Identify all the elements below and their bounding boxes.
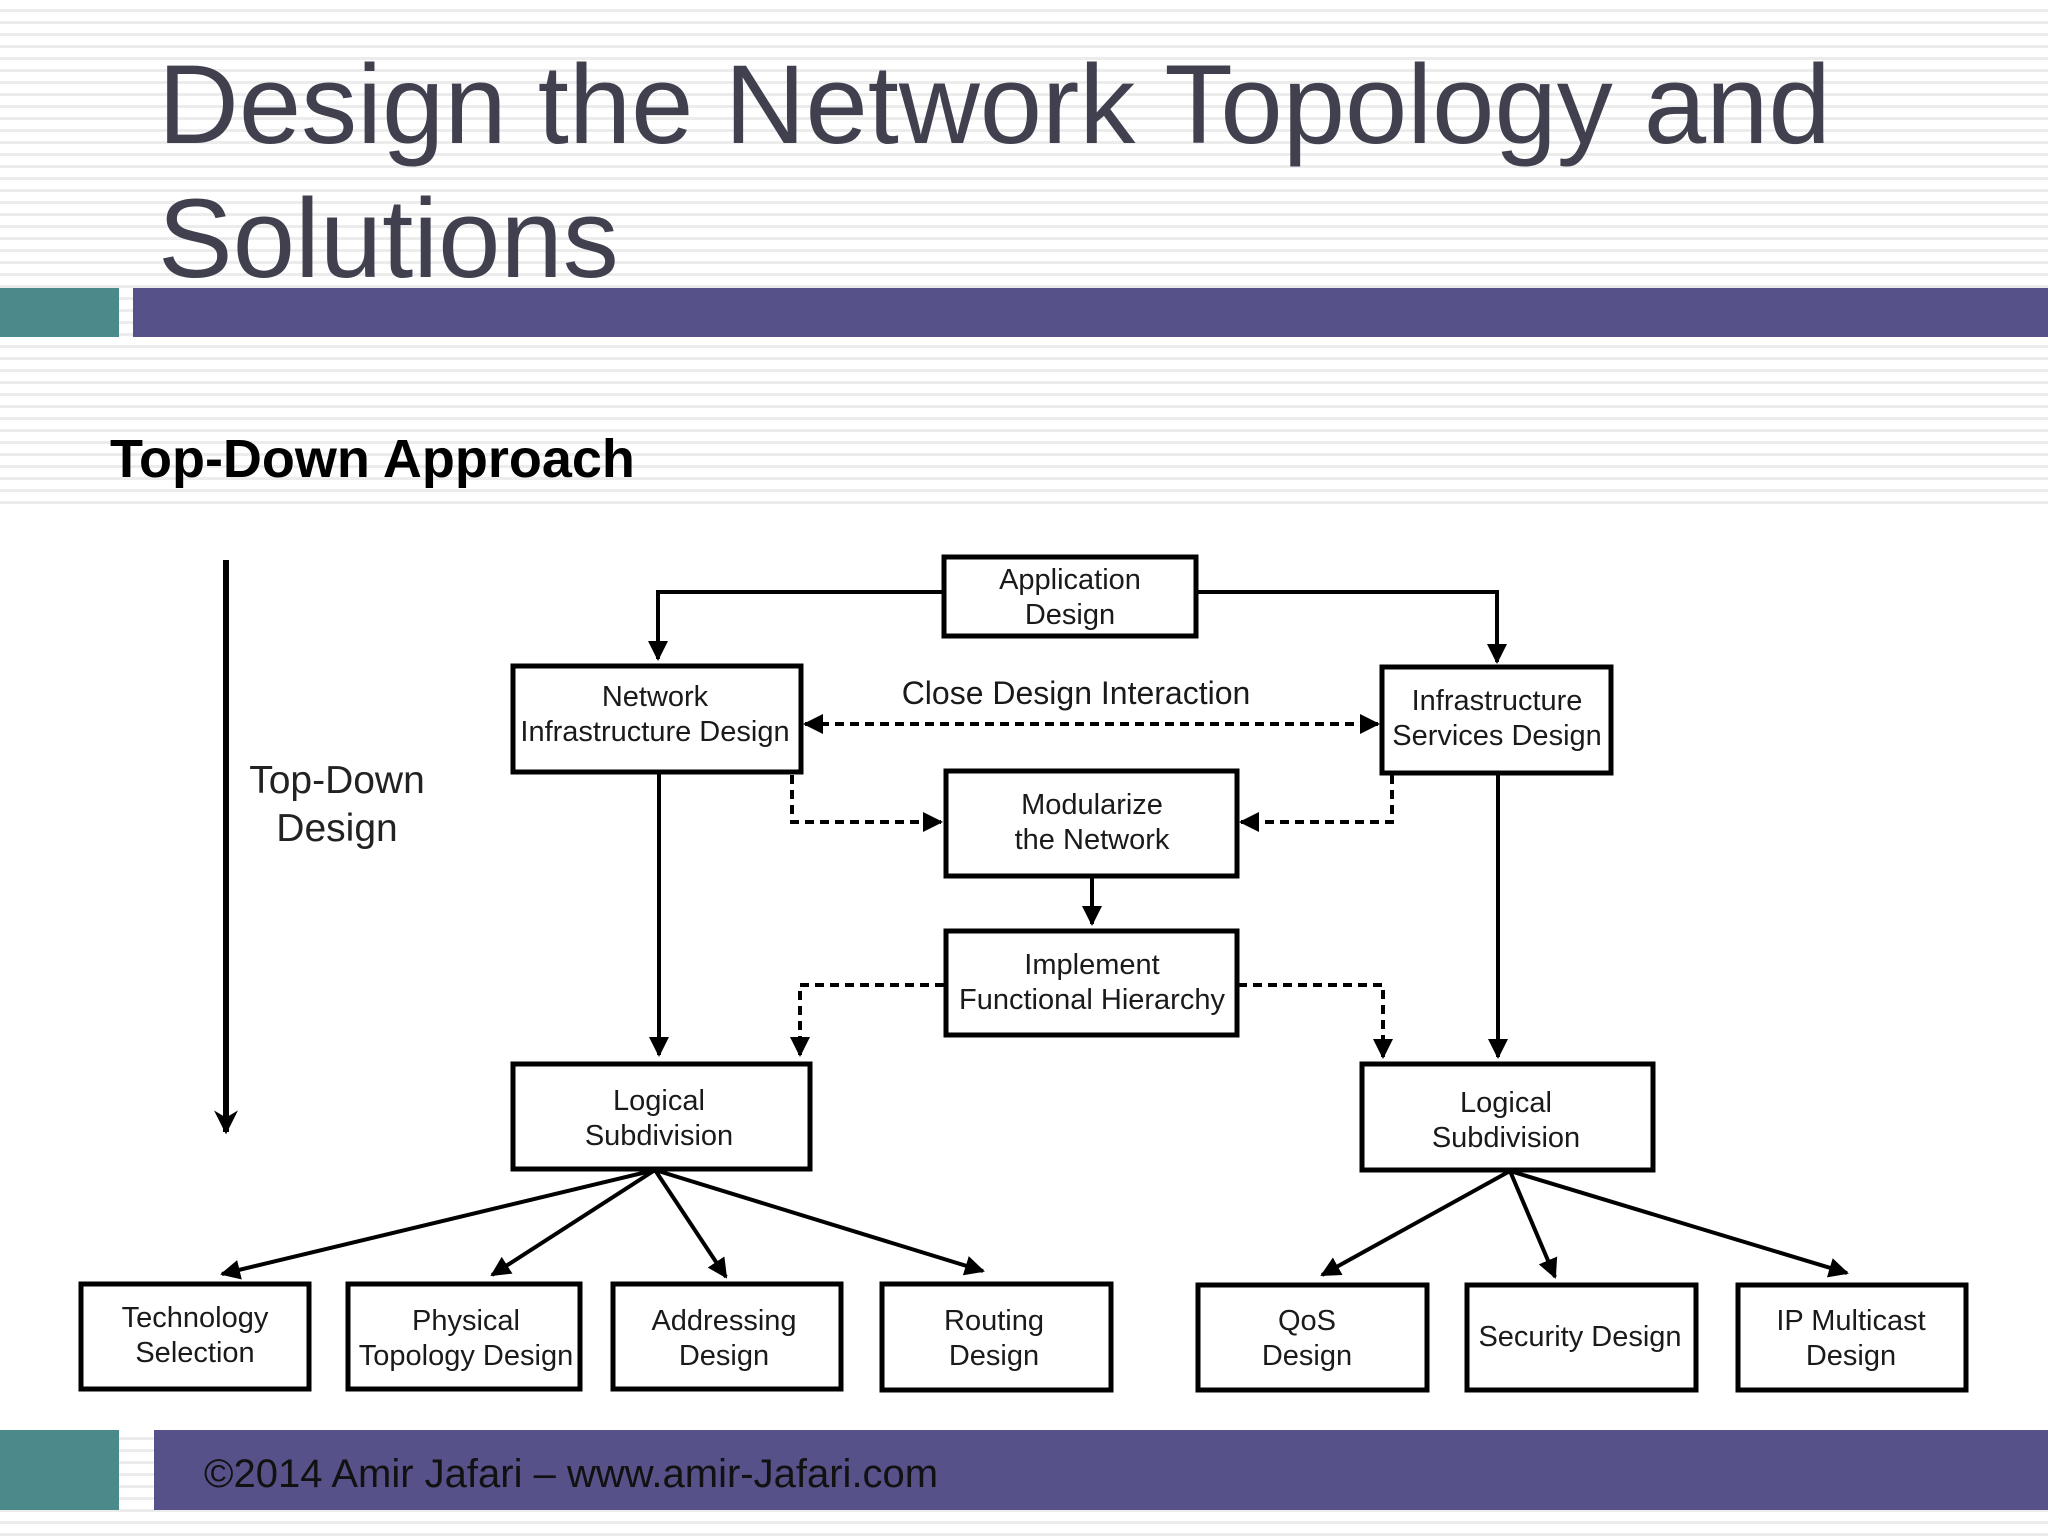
svg-text:Application: Application bbox=[999, 564, 1141, 596]
box-security-design: Security Design bbox=[1464, 1282, 1699, 1393]
side-label-line-2: Design bbox=[276, 807, 397, 850]
box-technology-selection: Technology Selection bbox=[78, 1281, 312, 1392]
svg-text:Logical: Logical bbox=[613, 1085, 705, 1117]
edge-network-to-modularize bbox=[790, 775, 943, 832]
box-ip-multicast-design: IP Multicast Design bbox=[1735, 1282, 1969, 1393]
close-design-interaction-label: Close Design Interaction bbox=[902, 675, 1251, 711]
svg-text:the Network: the Network bbox=[1015, 824, 1170, 856]
edge-logical-left-to-technology bbox=[220, 1168, 656, 1280]
box-qos-design: QoS Design bbox=[1195, 1282, 1430, 1393]
svg-text:Logical: Logical bbox=[1460, 1087, 1552, 1119]
edge-implement-to-logical-left bbox=[790, 983, 944, 1057]
footer-bar bbox=[154, 1430, 2048, 1510]
svg-text:Subdivision: Subdivision bbox=[1432, 1122, 1580, 1154]
svg-text:Services Design: Services Design bbox=[1392, 720, 1602, 752]
svg-text:Implement: Implement bbox=[1024, 949, 1159, 981]
box-application-design: Application Design bbox=[941, 554, 1199, 639]
box-modularize-the-network: Modularize the Network bbox=[943, 768, 1240, 879]
edge-logical-right-to-multicast bbox=[1509, 1169, 1849, 1278]
header-accent-bar bbox=[0, 288, 119, 337]
svg-text:Design: Design bbox=[1262, 1340, 1352, 1372]
edge-logical-left-to-routing bbox=[654, 1168, 985, 1276]
box-physical-topology-design: Physical Topology Design bbox=[345, 1281, 583, 1392]
slide-title: Design the Network Topology and Solution… bbox=[158, 42, 1831, 301]
svg-text:Addressing: Addressing bbox=[651, 1305, 796, 1337]
edge-logical-right-to-security bbox=[1508, 1170, 1558, 1279]
svg-text:Routing: Routing bbox=[944, 1305, 1044, 1337]
box-infrastructure-services-design: Infrastructure Services Design bbox=[1379, 664, 1614, 776]
svg-text:Design: Design bbox=[1025, 599, 1115, 631]
svg-text:Security Design: Security Design bbox=[1478, 1321, 1681, 1353]
box-network-infrastructure-design: Network Infrastructure Design bbox=[510, 663, 804, 775]
svg-text:Network: Network bbox=[602, 681, 709, 713]
svg-text:Subdivision: Subdivision bbox=[585, 1120, 733, 1152]
connectors bbox=[220, 590, 1849, 1280]
footer-copyright: ©2014 Amir Jafari – www.amir-Jafari.com bbox=[204, 1452, 939, 1496]
svg-text:Physical: Physical bbox=[412, 1305, 520, 1337]
edge-implement-to-logical-right bbox=[1238, 983, 1393, 1059]
edge-logical-right-to-qos bbox=[1320, 1169, 1511, 1277]
svg-text:Technology: Technology bbox=[122, 1302, 269, 1334]
svg-text:Selection: Selection bbox=[135, 1337, 254, 1369]
edge-app-to-services bbox=[1196, 590, 1507, 664]
box-logical-subdivision-right: Logical Subdivision bbox=[1359, 1061, 1656, 1173]
svg-text:QoS: QoS bbox=[1278, 1305, 1336, 1337]
edge-logical-left-to-physical bbox=[490, 1168, 657, 1277]
svg-text:IP Multicast: IP Multicast bbox=[1776, 1305, 1925, 1337]
svg-text:Topology Design: Topology Design bbox=[359, 1340, 573, 1372]
box-implement-functional-hierarchy: Implement Functional Hierarchy bbox=[943, 928, 1240, 1038]
svg-text:Design: Design bbox=[1806, 1340, 1896, 1372]
box-routing-design: Routing Design bbox=[879, 1281, 1114, 1393]
svg-text:Design: Design bbox=[949, 1340, 1039, 1372]
svg-text:Infrastructure Design: Infrastructure Design bbox=[520, 716, 789, 748]
svg-text:Modularize: Modularize bbox=[1021, 789, 1163, 821]
svg-text:Functional Hierarchy: Functional Hierarchy bbox=[959, 984, 1225, 1016]
header-bar bbox=[133, 288, 2048, 337]
svg-text:Infrastructure: Infrastructure bbox=[1412, 685, 1583, 717]
diagram-panel: Top-Down Design Close Design Interaction bbox=[0, 510, 2048, 1430]
side-label-line-1: Top-Down bbox=[249, 759, 425, 802]
edge-app-to-network bbox=[648, 590, 944, 661]
box-logical-subdivision-left: Logical Subdivision bbox=[510, 1061, 813, 1172]
edge-logical-left-to-addressing bbox=[653, 1168, 728, 1279]
section-subtitle: Top-Down Approach bbox=[110, 429, 635, 489]
edge-services-to-modularize bbox=[1239, 775, 1394, 832]
box-addressing-design: Addressing Design bbox=[610, 1281, 844, 1392]
footer-accent-bar bbox=[0, 1430, 119, 1510]
top-down-design-diagram: Top-Down Design Close Design Interaction bbox=[78, 554, 1969, 1393]
svg-text:Design: Design bbox=[679, 1340, 769, 1372]
